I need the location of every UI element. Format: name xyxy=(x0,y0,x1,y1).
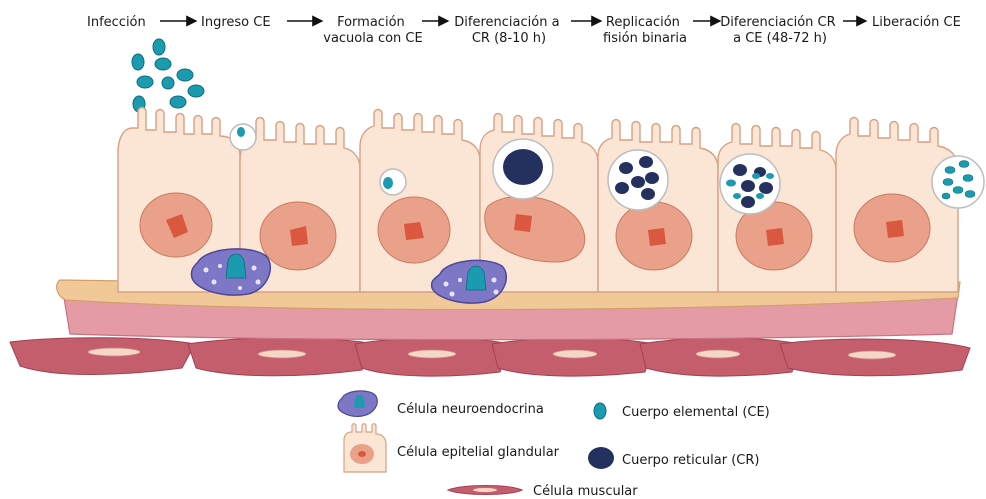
legend-elemental-body-label: Cuerpo elemental (CE) xyxy=(622,405,770,420)
reticular-body-legend-icon xyxy=(588,447,614,469)
neuroendocrine-legend-icon xyxy=(338,391,377,416)
muscle-layer xyxy=(10,338,970,376)
step-entry: Ingreso CE xyxy=(201,15,271,30)
muscle-legend-icon xyxy=(448,486,522,495)
legend-epithelial-label: Célula epitelial glandular xyxy=(397,445,560,460)
legend: Célula neuroendocrina Célula epitelial g… xyxy=(338,391,770,499)
legend-reticular-body-label: Cuerpo reticular (CR) xyxy=(622,453,759,468)
legend-muscle-label: Célula muscular xyxy=(533,484,638,499)
step-release: Liberación CE xyxy=(872,15,961,30)
step-infection: Infección xyxy=(87,15,146,30)
step-replication: Replicación fisión binaria xyxy=(603,15,687,46)
legend-neuroendocrine-label: Célula neuroendocrina xyxy=(397,402,544,417)
elemental-body-legend-icon xyxy=(594,403,606,419)
step-differentiation-cr: Diferenciación a CR (8-10 h) xyxy=(454,15,563,46)
free-elemental-bodies xyxy=(132,39,204,112)
step-vacuole-formation: Formación vacuola con CE xyxy=(323,15,422,46)
process-flow: Infección Ingreso CE Formación vacuola c… xyxy=(87,15,961,46)
step-differentiation-ce: Diferenciación CR a CE (48-72 h) xyxy=(720,15,840,46)
epithelial-legend-icon xyxy=(344,424,386,472)
